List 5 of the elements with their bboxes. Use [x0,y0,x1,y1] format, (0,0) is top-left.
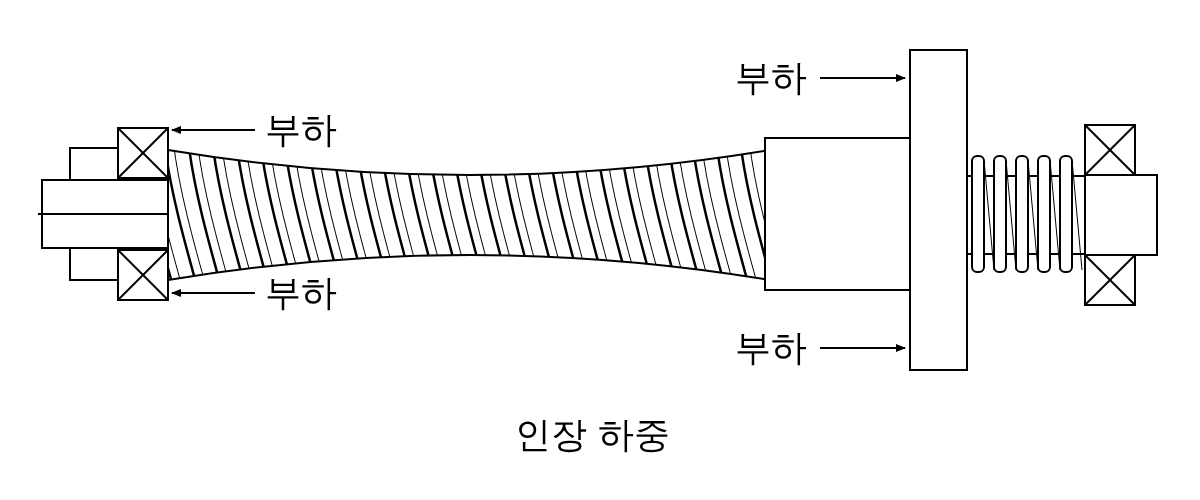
load-label: 부하 [735,328,807,368]
load-label: 부하 [265,273,337,313]
load-label: 부하 [265,110,337,150]
load-label: 부하 [735,58,807,98]
caption: 인장 하중 [515,415,671,455]
